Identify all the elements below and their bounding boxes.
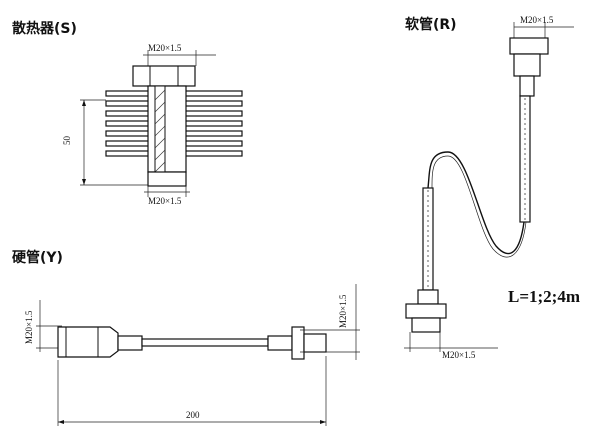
rigid-pipe-title: 硬管(Y) xyxy=(12,249,63,266)
hose-bottom-tube xyxy=(422,187,434,291)
rigid-pipe-thread-left-label: M20×1.5 xyxy=(24,310,34,344)
radiator-group: 散热器(S) M20×1.5 xyxy=(12,20,243,206)
radiator-bottom-spigot xyxy=(147,171,187,187)
rigid-pipe-length-label: 200 xyxy=(186,410,200,420)
hose-thread-top-label: M20×1.5 xyxy=(520,15,554,25)
rigid-pipe-left-fitting xyxy=(57,326,119,358)
hose-group: 软管(R) M20×1.5 M20×1.5 L=1;2;4m xyxy=(404,15,580,360)
radiator-height-label: 50 xyxy=(62,136,72,146)
radiator-thread-bottom-label: M20×1.5 xyxy=(148,196,182,206)
radiator-title: 散热器(S) xyxy=(12,20,77,37)
hose-bottom-fitting xyxy=(417,289,439,305)
radiator-top-nut xyxy=(132,65,196,87)
hose-top-fitting xyxy=(509,37,549,55)
hose-title: 软管(R) xyxy=(405,16,457,33)
rigid-pipe-tube xyxy=(141,338,269,347)
radiator-thread-top-label: M20×1.5 xyxy=(148,43,182,53)
radiator-body xyxy=(147,85,187,173)
hose-thread-bottom-label: M20×1.5 xyxy=(442,350,476,360)
rigid-pipe-thread-right-label: M20×1.5 xyxy=(338,294,348,328)
rigid-pipe-right-fitting xyxy=(267,335,293,351)
rigid-pipe-group: 硬管(Y) M20×1.5 M20×1.5 200 xyxy=(12,249,360,426)
hose-flexible-line xyxy=(427,151,525,255)
hose-length-note: L=1;2;4m xyxy=(508,287,580,306)
